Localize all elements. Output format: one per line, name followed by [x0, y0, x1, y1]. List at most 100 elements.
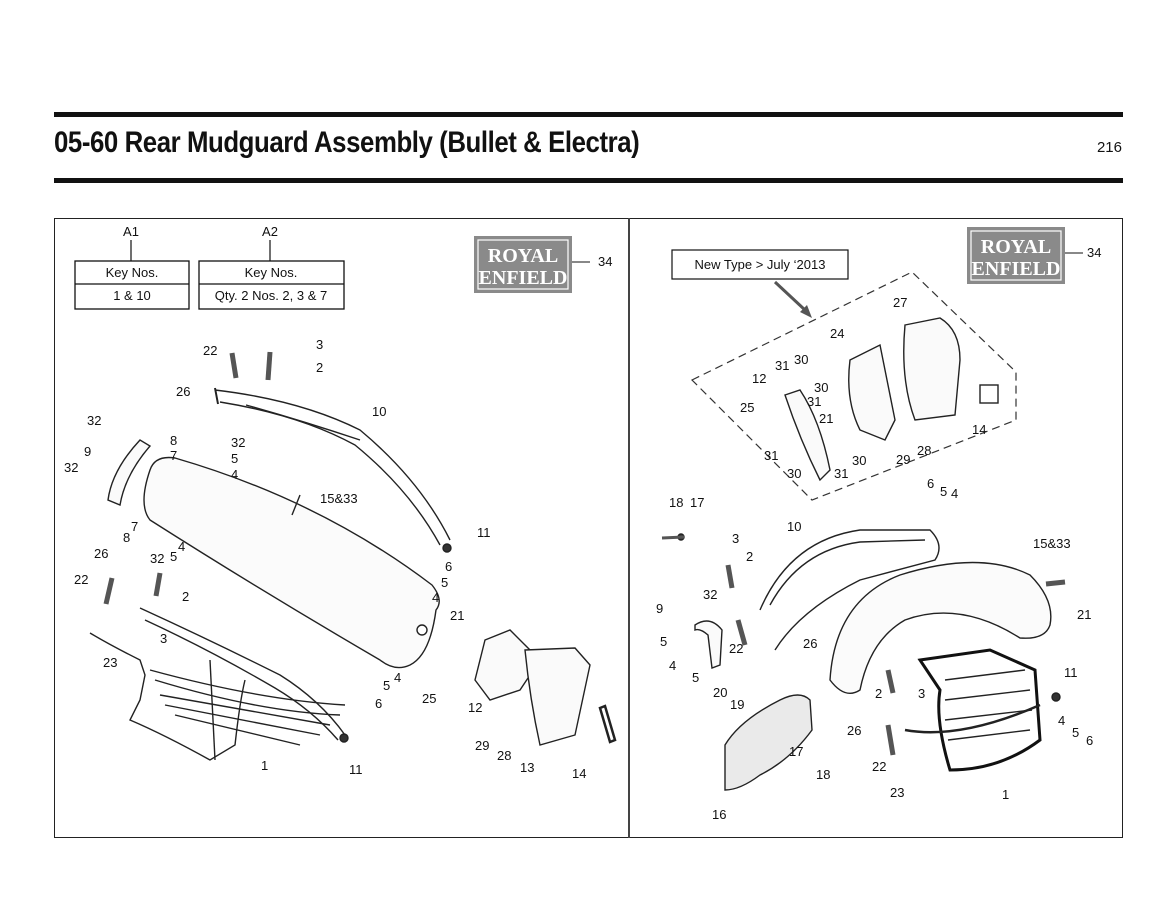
royal-enfield-logo-right: ROYAL ENFIELD — [967, 227, 1083, 284]
callout-label: 29 — [475, 738, 489, 753]
callout-label: 22 — [872, 759, 886, 774]
callout-label: 4 — [951, 486, 958, 501]
callout-label: 18 — [816, 767, 830, 782]
callout-label: 13 — [520, 760, 534, 775]
callout-label: 28 — [917, 443, 931, 458]
callout-label: 5 — [231, 451, 238, 466]
key-table-a2-value: Qty. 2 Nos. 2, 3 & 7 — [215, 288, 327, 303]
callout-label: 2 — [746, 549, 753, 564]
key-table-a1-label: A1 — [123, 224, 139, 239]
header-rule-top — [54, 112, 1123, 117]
callout-label: 17 — [789, 744, 803, 759]
diagram-frame — [54, 218, 1123, 838]
right-callouts: 34 27 24 31 30 12 30 31 25 21 14 31 30 3… — [656, 245, 1101, 822]
callout-label: 11 — [1064, 665, 1078, 680]
callout-label: 3 — [316, 337, 323, 352]
callout-label: 30 — [814, 380, 828, 395]
callout-label: 22 — [203, 343, 217, 358]
callout-label: 5 — [170, 549, 177, 564]
callout-label: 26 — [847, 723, 861, 738]
callout-label: 5 — [940, 484, 947, 499]
callout-label: 8 — [123, 530, 130, 545]
callout-label: 2 — [875, 686, 882, 701]
callout-label: 21 — [1077, 607, 1091, 622]
callout-label: 15&33 — [1033, 536, 1071, 551]
callout-label: 15&33 — [320, 491, 358, 506]
callout-label: 4 — [394, 670, 401, 685]
callout-label: 26 — [803, 636, 817, 651]
callout-label: 2 — [182, 589, 189, 604]
callout-label: 4 — [432, 590, 439, 605]
svg-text:ROYAL: ROYAL — [488, 245, 558, 267]
key-table-a1-value: 1 & 10 — [113, 288, 151, 303]
callout-label: 22 — [74, 572, 88, 587]
callout-label: 5 — [1072, 725, 1079, 740]
callout-label: 23 — [103, 655, 117, 670]
callout-label: 28 — [497, 748, 511, 763]
callout-label: 3 — [732, 531, 739, 546]
callout-label: 31 — [764, 448, 778, 463]
callout-label: 9 — [84, 444, 91, 459]
callout-label: 11 — [349, 762, 363, 777]
callout-label: 22 — [729, 641, 743, 656]
new-type-text: New Type > July ‘2013 — [695, 257, 826, 272]
callout-label: 3 — [160, 631, 167, 646]
callout-label: 5 — [692, 670, 699, 685]
callout-label: 14 — [572, 766, 586, 781]
callout-label: 4 — [669, 658, 676, 673]
callout-label: 21 — [819, 411, 833, 426]
callout-label: 19 — [730, 697, 744, 712]
callout-label: 20 — [713, 685, 727, 700]
callout-label: 32 — [703, 587, 717, 602]
callout-label: 34 — [598, 254, 612, 269]
callout-label: 26 — [94, 546, 108, 561]
callout-label: 27 — [893, 295, 907, 310]
callout-label: 7 — [131, 519, 138, 534]
callout-label: 10 — [372, 404, 386, 419]
callout-label: 30 — [794, 352, 808, 367]
callout-label: 32 — [150, 551, 164, 566]
key-table-a2-label: A2 — [262, 224, 278, 239]
callout-label: 31 — [807, 394, 821, 409]
callout-label: 10 — [787, 519, 801, 534]
callout-label: 6 — [927, 476, 934, 491]
callout-label: 25 — [422, 691, 436, 706]
callout-label: 32 — [87, 413, 101, 428]
right-parts — [661, 317, 1066, 791]
key-table-a1-header: Key Nos. — [106, 265, 159, 280]
callout-label: 25 — [740, 400, 754, 415]
callout-label: 21 — [450, 608, 464, 623]
callout-label: 9 — [656, 601, 663, 616]
callout-label: 5 — [441, 575, 448, 590]
callout-label: 24 — [830, 326, 844, 341]
callout-label: 6 — [1086, 733, 1093, 748]
new-type-label: New Type > July ‘2013 — [671, 249, 849, 318]
page-number: 216 — [1096, 139, 1122, 156]
key-table-a2: A2 Key Nos. Qty. 2 Nos. 2, 3 & 7 — [198, 224, 345, 310]
svg-text:ENFIELD: ENFIELD — [972, 258, 1061, 280]
callout-label: 11 — [477, 525, 491, 540]
callout-label: 1 — [261, 758, 268, 773]
callout-label: 1 — [1002, 787, 1009, 802]
callout-label: 4 — [1058, 713, 1065, 728]
left-panel: A1 Key Nos. 1 & 10 A2 Key Nos. Qty. 2 No… — [64, 224, 617, 781]
callout-label: 16 — [712, 807, 726, 822]
callout-label: 29 — [896, 452, 910, 467]
callout-label: 26 — [176, 384, 190, 399]
callout-label: 5 — [383, 678, 390, 693]
header-rule-bottom — [54, 178, 1123, 183]
callout-label: 6 — [375, 696, 382, 711]
callout-label: 4 — [178, 539, 185, 554]
callout-label: 14 — [972, 422, 986, 437]
callout-label: 32 — [231, 435, 245, 450]
callout-label: 4 — [231, 467, 238, 482]
page-title: 05-60 Rear Mudguard Assembly (Bullet & E… — [54, 126, 640, 159]
callout-label: 30 — [852, 453, 866, 468]
callout-label: 34 — [1087, 245, 1101, 260]
callout-label: 5 — [660, 634, 667, 649]
callout-label: 2 — [316, 360, 323, 375]
left-callouts: 34 22 3 2 26 10 32 8 9 7 32 5 4 32 15&33… — [64, 254, 612, 781]
callout-label: 30 — [787, 466, 801, 481]
royal-enfield-logo: ROYAL ENFIELD — [474, 236, 590, 293]
